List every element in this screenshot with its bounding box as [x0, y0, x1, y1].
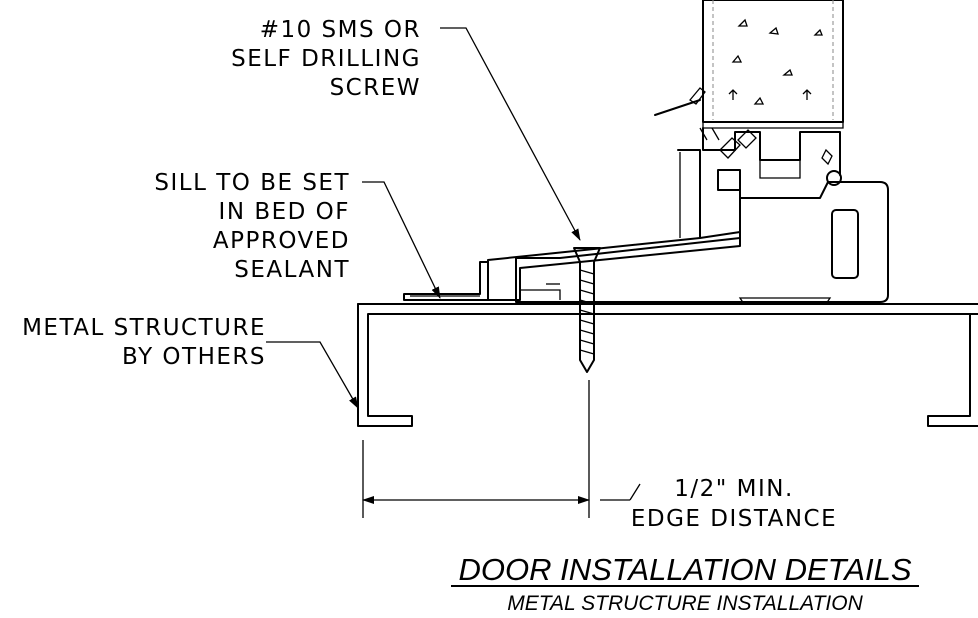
structure-callout-line-2: BY OTHERS — [122, 344, 266, 370]
structure-callout: METAL STRUCTURE BY OTHERS — [22, 315, 266, 370]
edge-distance-line-2: EDGE DISTANCE — [631, 506, 837, 532]
sill-callout: SILL TO BE SET IN BED OF APPROVED SEALAN… — [154, 170, 350, 283]
sill-callout-line-4: SEALANT — [234, 257, 350, 283]
screw-callout-line-3: SCREW — [330, 75, 421, 101]
metal-structure — [357, 303, 978, 427]
structure-callout-line-1: METAL STRUCTURE — [22, 315, 266, 341]
door-bottom-rail — [654, 87, 842, 186]
sill-frame — [403, 129, 757, 301]
edge-distance-line-1: 1/2" MIN. — [674, 476, 794, 502]
door-panel — [702, 0, 844, 129]
sill-callout-line-1: SILL TO BE SET — [154, 170, 350, 196]
drawing-subtitle: METAL STRUCTURE INSTALLATION — [507, 592, 863, 615]
sill-callout-line-2: IN BED OF — [219, 199, 350, 225]
screw — [573, 247, 601, 373]
screw-callout-line-1: #10 SMS OR — [260, 17, 421, 43]
title-block: DOOR INSTALLATION DETAILS METAL STRUCTUR… — [451, 552, 919, 615]
screw-callout: #10 SMS OR SELF DRILLING SCREW — [231, 17, 421, 101]
leader-lines — [266, 27, 581, 409]
drawing-title: DOOR INSTALLATION DETAILS — [458, 552, 911, 587]
edge-distance-dimension — [362, 380, 641, 518]
sill-callout-line-3: APPROVED — [213, 228, 350, 254]
screw-callout-line-2: SELF DRILLING — [231, 46, 421, 72]
edge-distance-callout: 1/2" MIN. EDGE DISTANCE — [631, 476, 837, 532]
